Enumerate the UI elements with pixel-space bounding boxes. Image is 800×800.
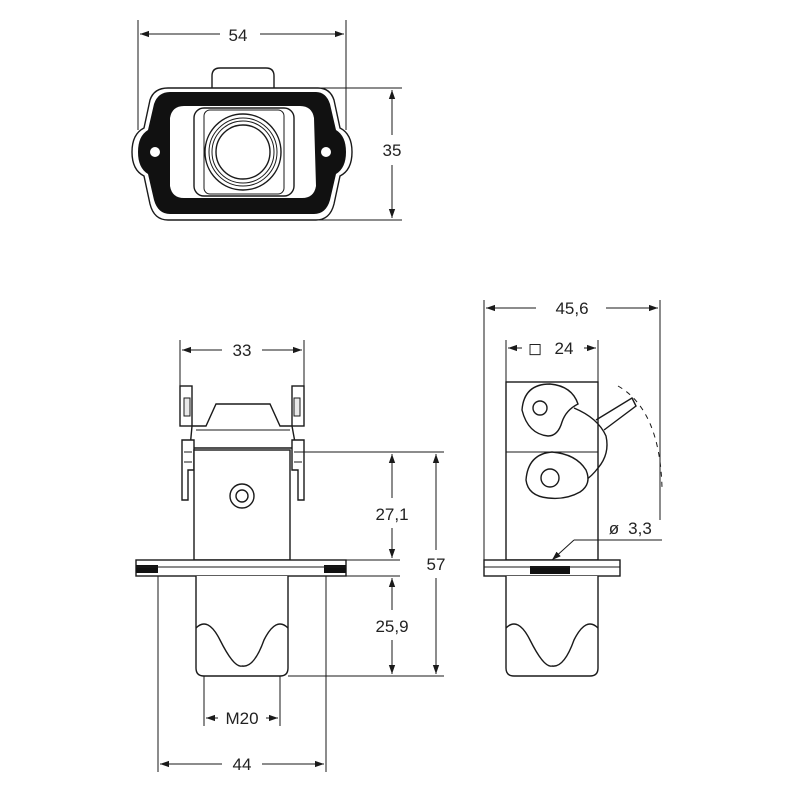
dim-thread: M20 xyxy=(203,676,281,728)
dim-front-flange-width-label: 44 xyxy=(233,755,252,774)
mount-hole-left xyxy=(149,146,161,158)
diameter-symbol: ø xyxy=(609,519,619,538)
dim-top-width: 54 xyxy=(137,20,347,130)
dim-top-width-label: 54 xyxy=(229,26,248,45)
dim-front-upper-height-label: 27,1 xyxy=(375,505,408,524)
dim-front-lower-height-label: 25,9 xyxy=(375,617,408,636)
dim-thread-label: M20 xyxy=(225,709,258,728)
dim-side-total-width: 45,6 xyxy=(483,299,661,560)
dim-top-height-label: 35 xyxy=(383,141,402,160)
side-view xyxy=(483,381,663,677)
dim-front-upper-width: 33 xyxy=(179,340,305,388)
dim-side-square-label: 24 xyxy=(555,339,574,358)
top-view xyxy=(131,67,353,221)
mount-hole-right xyxy=(320,146,332,158)
gasket xyxy=(138,92,346,214)
square-symbol: ◻ xyxy=(528,339,542,358)
front-view xyxy=(135,385,347,677)
dim-front-flange-width: 44 xyxy=(157,576,327,774)
dim-front-total-height-label: 57 xyxy=(427,555,446,574)
dim-side-hole: ø 3,3 xyxy=(551,519,662,561)
dim-front-heights: 27,1 25,9 57 xyxy=(288,451,446,677)
dim-side-square: ◻ 24 xyxy=(505,339,599,382)
dim-side-hole-label: 3,3 xyxy=(628,519,652,538)
dim-side-total-width-label: 45,6 xyxy=(555,299,588,318)
dim-top-height: 35 xyxy=(266,87,402,221)
dim-front-upper-width-label: 33 xyxy=(233,341,252,360)
